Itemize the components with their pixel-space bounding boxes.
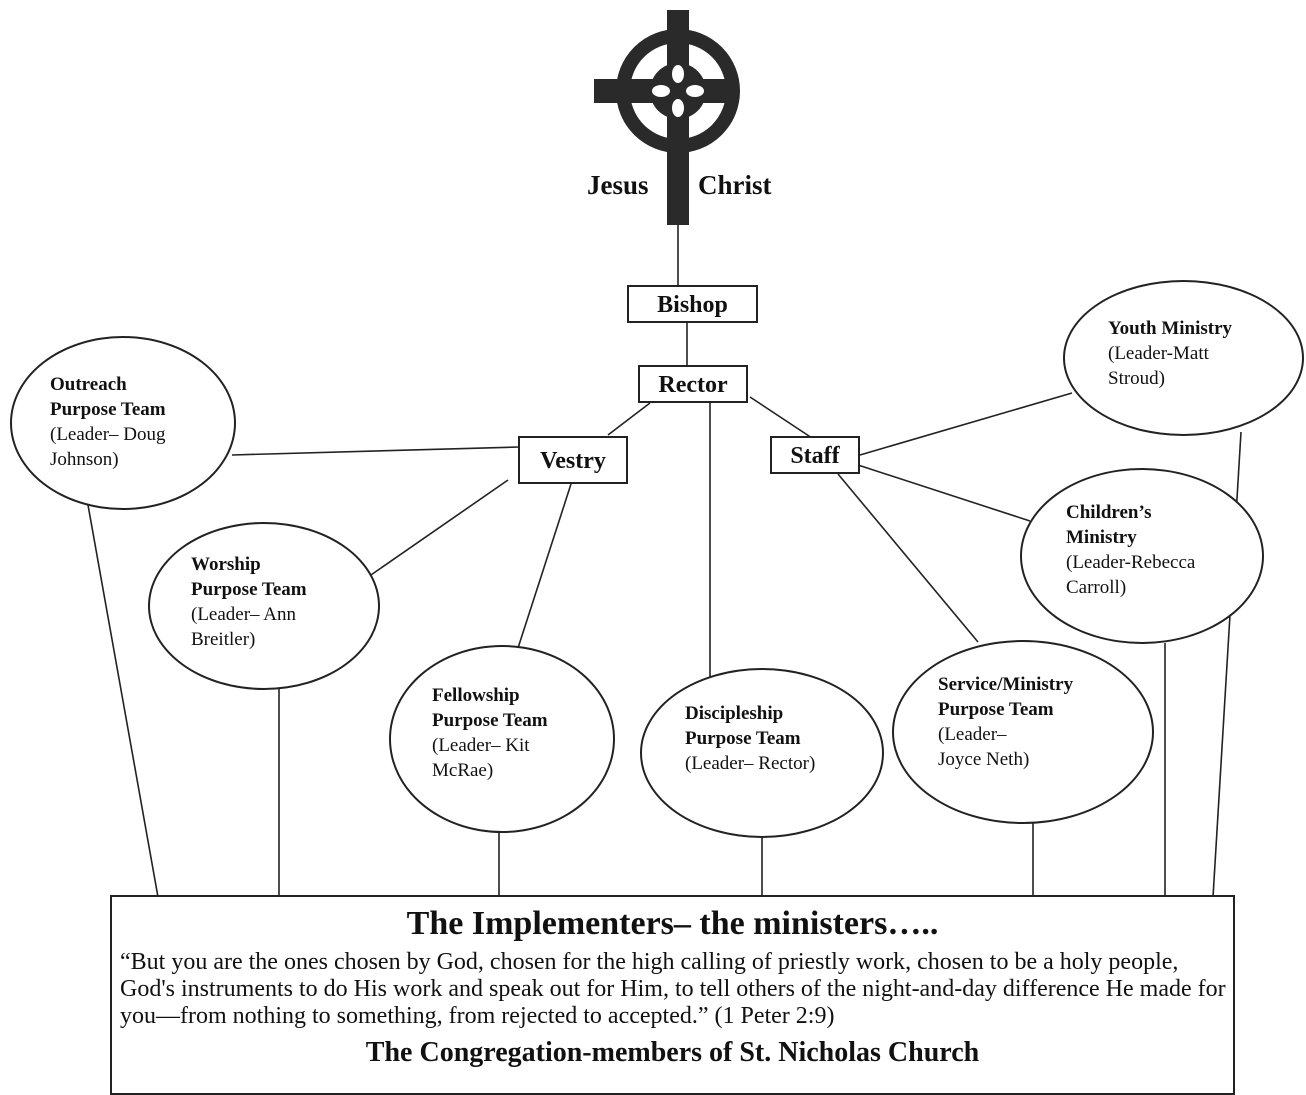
worship-title-line2: Purpose Team [191,579,307,600]
line-vestry-fellowship [517,483,572,649]
service-title-line1: Service/Ministry [938,674,1074,695]
service-leader-line2: Joyce Neth) [938,749,1030,770]
congregation-heading: The Congregation-members of St. Nicholas… [365,1037,980,1068]
line-rector-staff [749,396,813,439]
christ-label: Christ [698,170,772,200]
discipleship-title-line2: Purpose Team [685,728,801,749]
children-title-line1: Children’s [1066,502,1152,523]
youth-title-line1: Youth Ministry [1108,318,1233,339]
rector-box: Rector [638,365,748,403]
line-staff-children [857,464,1031,522]
line-staff-service [837,473,979,643]
line-vestry-worship [367,479,509,578]
youth-leader-line1: (Leader-Matt [1108,343,1209,364]
congregation-footer-box: The Implementers– the ministers….. “But … [110,895,1235,1095]
outreach-title-line2: Purpose Team [50,399,166,420]
implementers-heading: The Implementers– the ministers….. [406,905,939,942]
discipleship-title-line1: Discipleship [685,703,784,724]
line-vestry-outreach [231,446,520,456]
fellowship-leader-line2: McRae) [432,760,494,781]
line-rector-vestry [607,402,651,436]
childrens-ministry-oval: Children’s Ministry (Leader-Rebecca Carr… [1020,468,1264,644]
fellowship-title-line2: Purpose Team [432,710,548,731]
fellowship-team-oval: Fellowship Purpose Team (Leader– Kit McR… [389,645,615,833]
worship-leader-line1: (Leader– Ann [191,604,296,625]
staff-box: Staff [770,436,860,474]
discipleship-leader-line1: (Leader– Rector) [685,753,816,774]
outreach-team-oval: Outreach Purpose Team (Leader– Doug John… [10,336,236,510]
fellowship-leader-line1: (Leader– Kit [432,735,530,756]
worship-leader-line2: Breitler) [191,629,256,650]
outreach-leader-line1: (Leader– Doug [50,424,166,445]
vestry-box: Vestry [518,436,628,484]
line-outreach-footer [87,504,159,898]
jesus-label: Jesus [587,170,649,200]
fellowship-title-line1: Fellowship [432,685,520,706]
outreach-title-line1: Outreach [50,374,127,395]
youth-ministry-oval: Youth Ministry (Leader-Matt Stroud) [1063,280,1304,436]
outreach-leader-line2: Johnson) [50,449,119,470]
children-leader-line1: (Leader-Rebecca [1066,552,1196,573]
children-leader-line2: Carroll) [1066,577,1127,598]
youth-leader-line2: Stroud) [1108,368,1165,389]
line-staff-youth [859,392,1073,456]
service-ministry-team-oval: Service/Ministry Purpose Team (Leader– J… [892,640,1154,824]
worship-title-line1: Worship [191,554,261,575]
service-title-line2: Purpose Team [938,699,1054,720]
worship-team-oval: Worship Purpose Team (Leader– Ann Breitl… [148,522,380,690]
discipleship-team-oval: Discipleship Purpose Team (Leader– Recto… [640,668,884,838]
service-leader-line1: (Leader– [938,724,1007,745]
children-title-line2: Ministry [1066,527,1137,548]
bishop-box: Bishop [627,285,758,323]
scripture-quote: “But you are the ones chosen by God, cho… [120,949,1226,1029]
